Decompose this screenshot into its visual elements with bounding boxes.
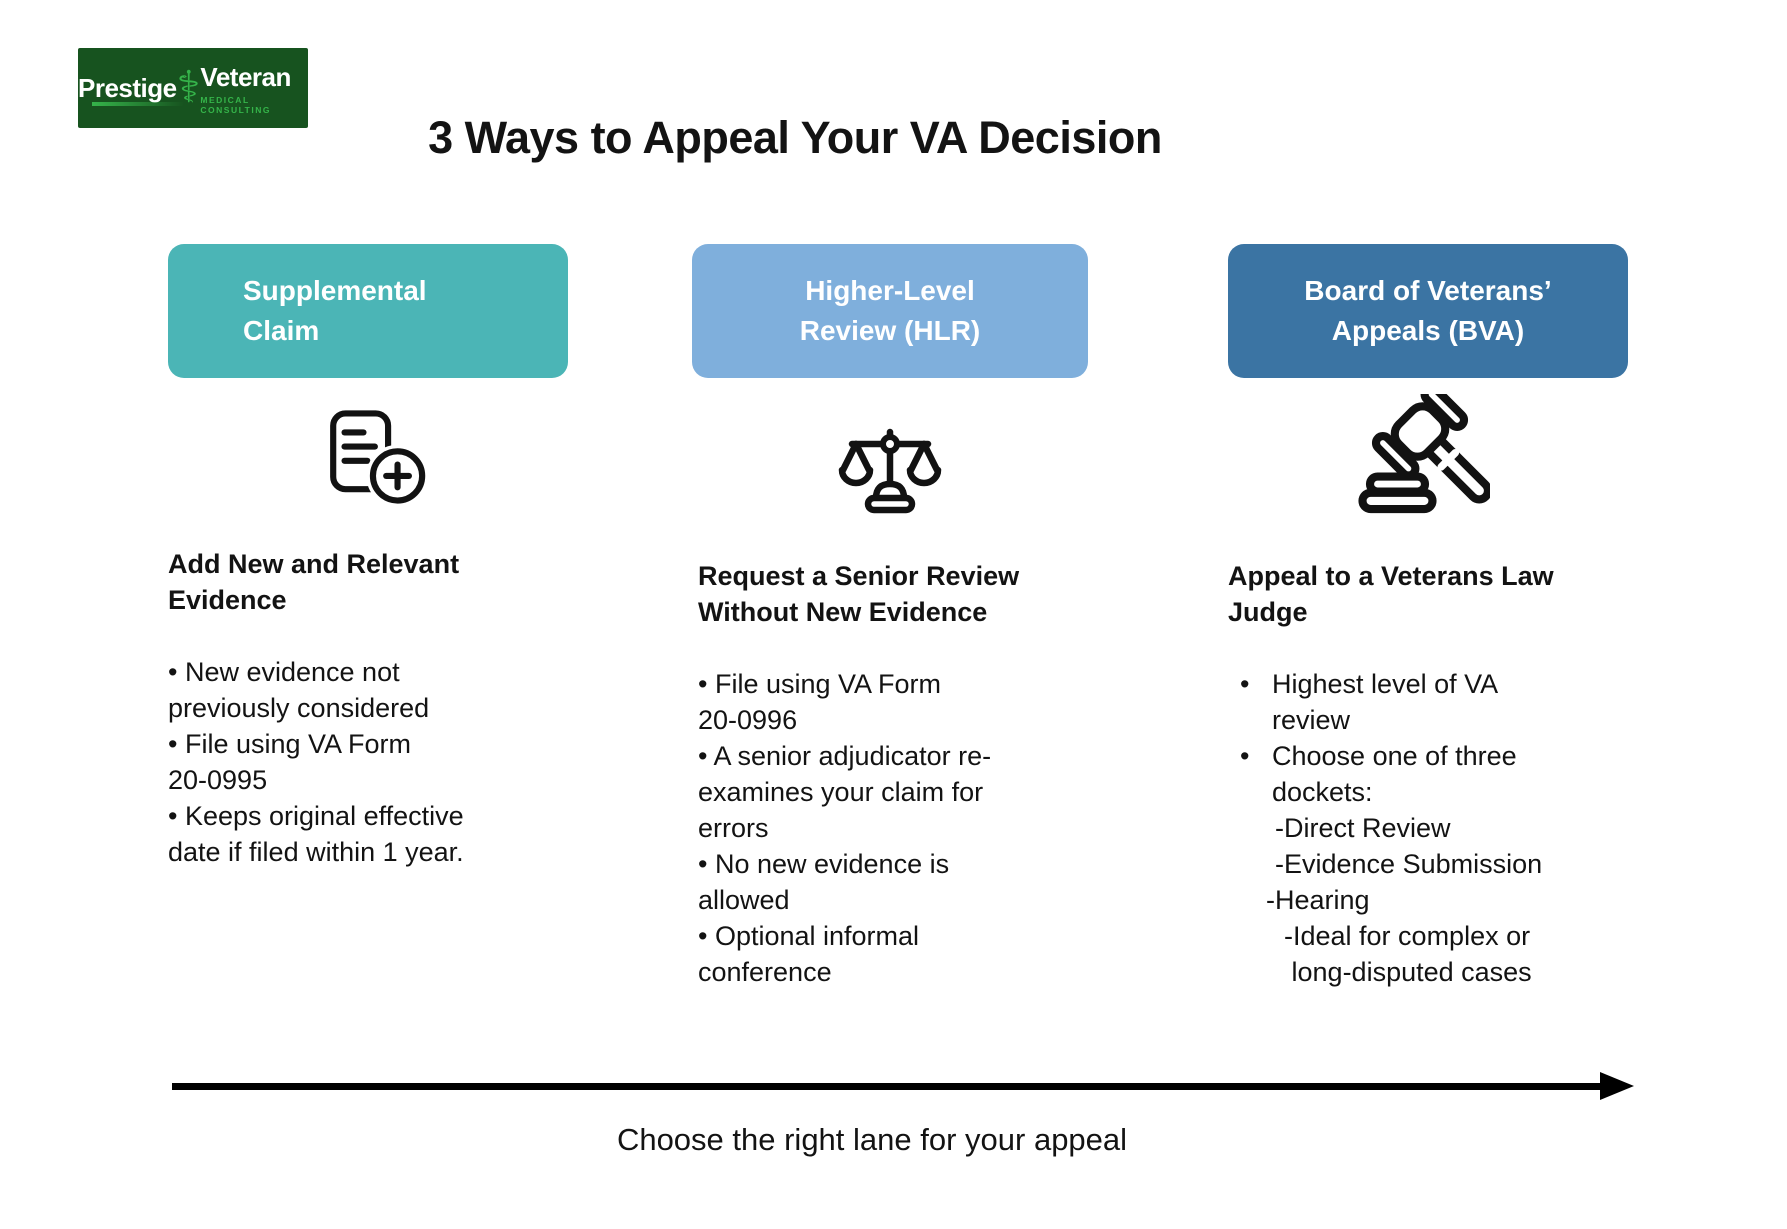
logo-gradient-bar	[92, 102, 184, 106]
list-item: • Keeps original effective date if filed…	[168, 801, 464, 867]
column-heading: Request a Senior Review Without New Evid…	[698, 561, 1020, 627]
timeline-arrow-shaft	[172, 1083, 1606, 1090]
column-heading: Add New and Relevant Evidence	[168, 549, 460, 615]
header-card-supplemental-claim: Supplemental Claim	[168, 244, 568, 378]
gavel-icon	[1350, 394, 1490, 519]
document-plus-icon	[318, 404, 426, 510]
list-item: -Evidence Submission	[1275, 849, 1543, 879]
logo-tagline: MEDICAL CONSULTING	[200, 94, 271, 115]
list-item: -Direct Review	[1275, 813, 1451, 843]
column-bullet-list: • New evidence not previously considered…	[168, 654, 608, 870]
column-heading: Appeal to a Veterans Law Judge	[1228, 561, 1554, 627]
list-item: • New evidence not previously considered	[168, 657, 430, 723]
list-item: -Hearing	[1266, 885, 1370, 915]
footer-caption: Choose the right lane for your appeal	[616, 1122, 1128, 1157]
list-item: • File using VA Form 20-0996	[698, 669, 942, 735]
bullet-marker: •	[1240, 741, 1250, 771]
bullet-marker: •	[1240, 669, 1250, 699]
list-item: • No new evidence is allowed	[698, 849, 950, 915]
list-item: -Ideal for complex or long-disputed case…	[1284, 921, 1532, 987]
list-item-text: Highest level of VA review	[1272, 669, 1499, 735]
logo-word-veteran: Veteran	[200, 61, 291, 92]
column-supplemental-claim: Add New and Relevant Evidence • New evid…	[168, 546, 608, 870]
list-item-text: Choose one of three dockets:	[1272, 741, 1517, 807]
prestige-veteran-logo: Prestige ⚕ Veteran MEDICAL CONSULTING	[78, 48, 308, 128]
column-bullet-list: • File using VA Form 20-0996• A senior a…	[698, 666, 1128, 990]
list-item: • Highest level of VA review	[1228, 666, 1668, 738]
logo-word-prestige: Prestige	[78, 72, 177, 103]
column-higher-level-review: Request a Senior Review Without New Evid…	[698, 558, 1128, 990]
header-card-higher-level-review: Higher-Level Review (HLR)	[692, 244, 1088, 378]
list-item: • A senior adjudicator re- examines your…	[698, 741, 992, 843]
column-bva: Appeal to a Veterans Law Judge • Highest …	[1228, 558, 1668, 990]
column-bullet-list: • Highest level of VA review • Choose one o…	[1228, 666, 1668, 990]
list-item: • Optional informal conference	[698, 921, 920, 987]
header-card-bva: Board of Veterans’ Appeals (BVA)	[1228, 244, 1628, 378]
page-title: 3 Ways to Appeal Your VA Decision	[428, 112, 1162, 163]
list-item: • File using VA Form 20-0995	[168, 729, 412, 795]
list-item: • Choose one of three dockets:	[1228, 738, 1668, 810]
timeline-arrow-head	[1600, 1072, 1634, 1100]
caduceus-icon: ⚕	[176, 63, 201, 112]
scales-of-justice-icon	[834, 418, 946, 518]
